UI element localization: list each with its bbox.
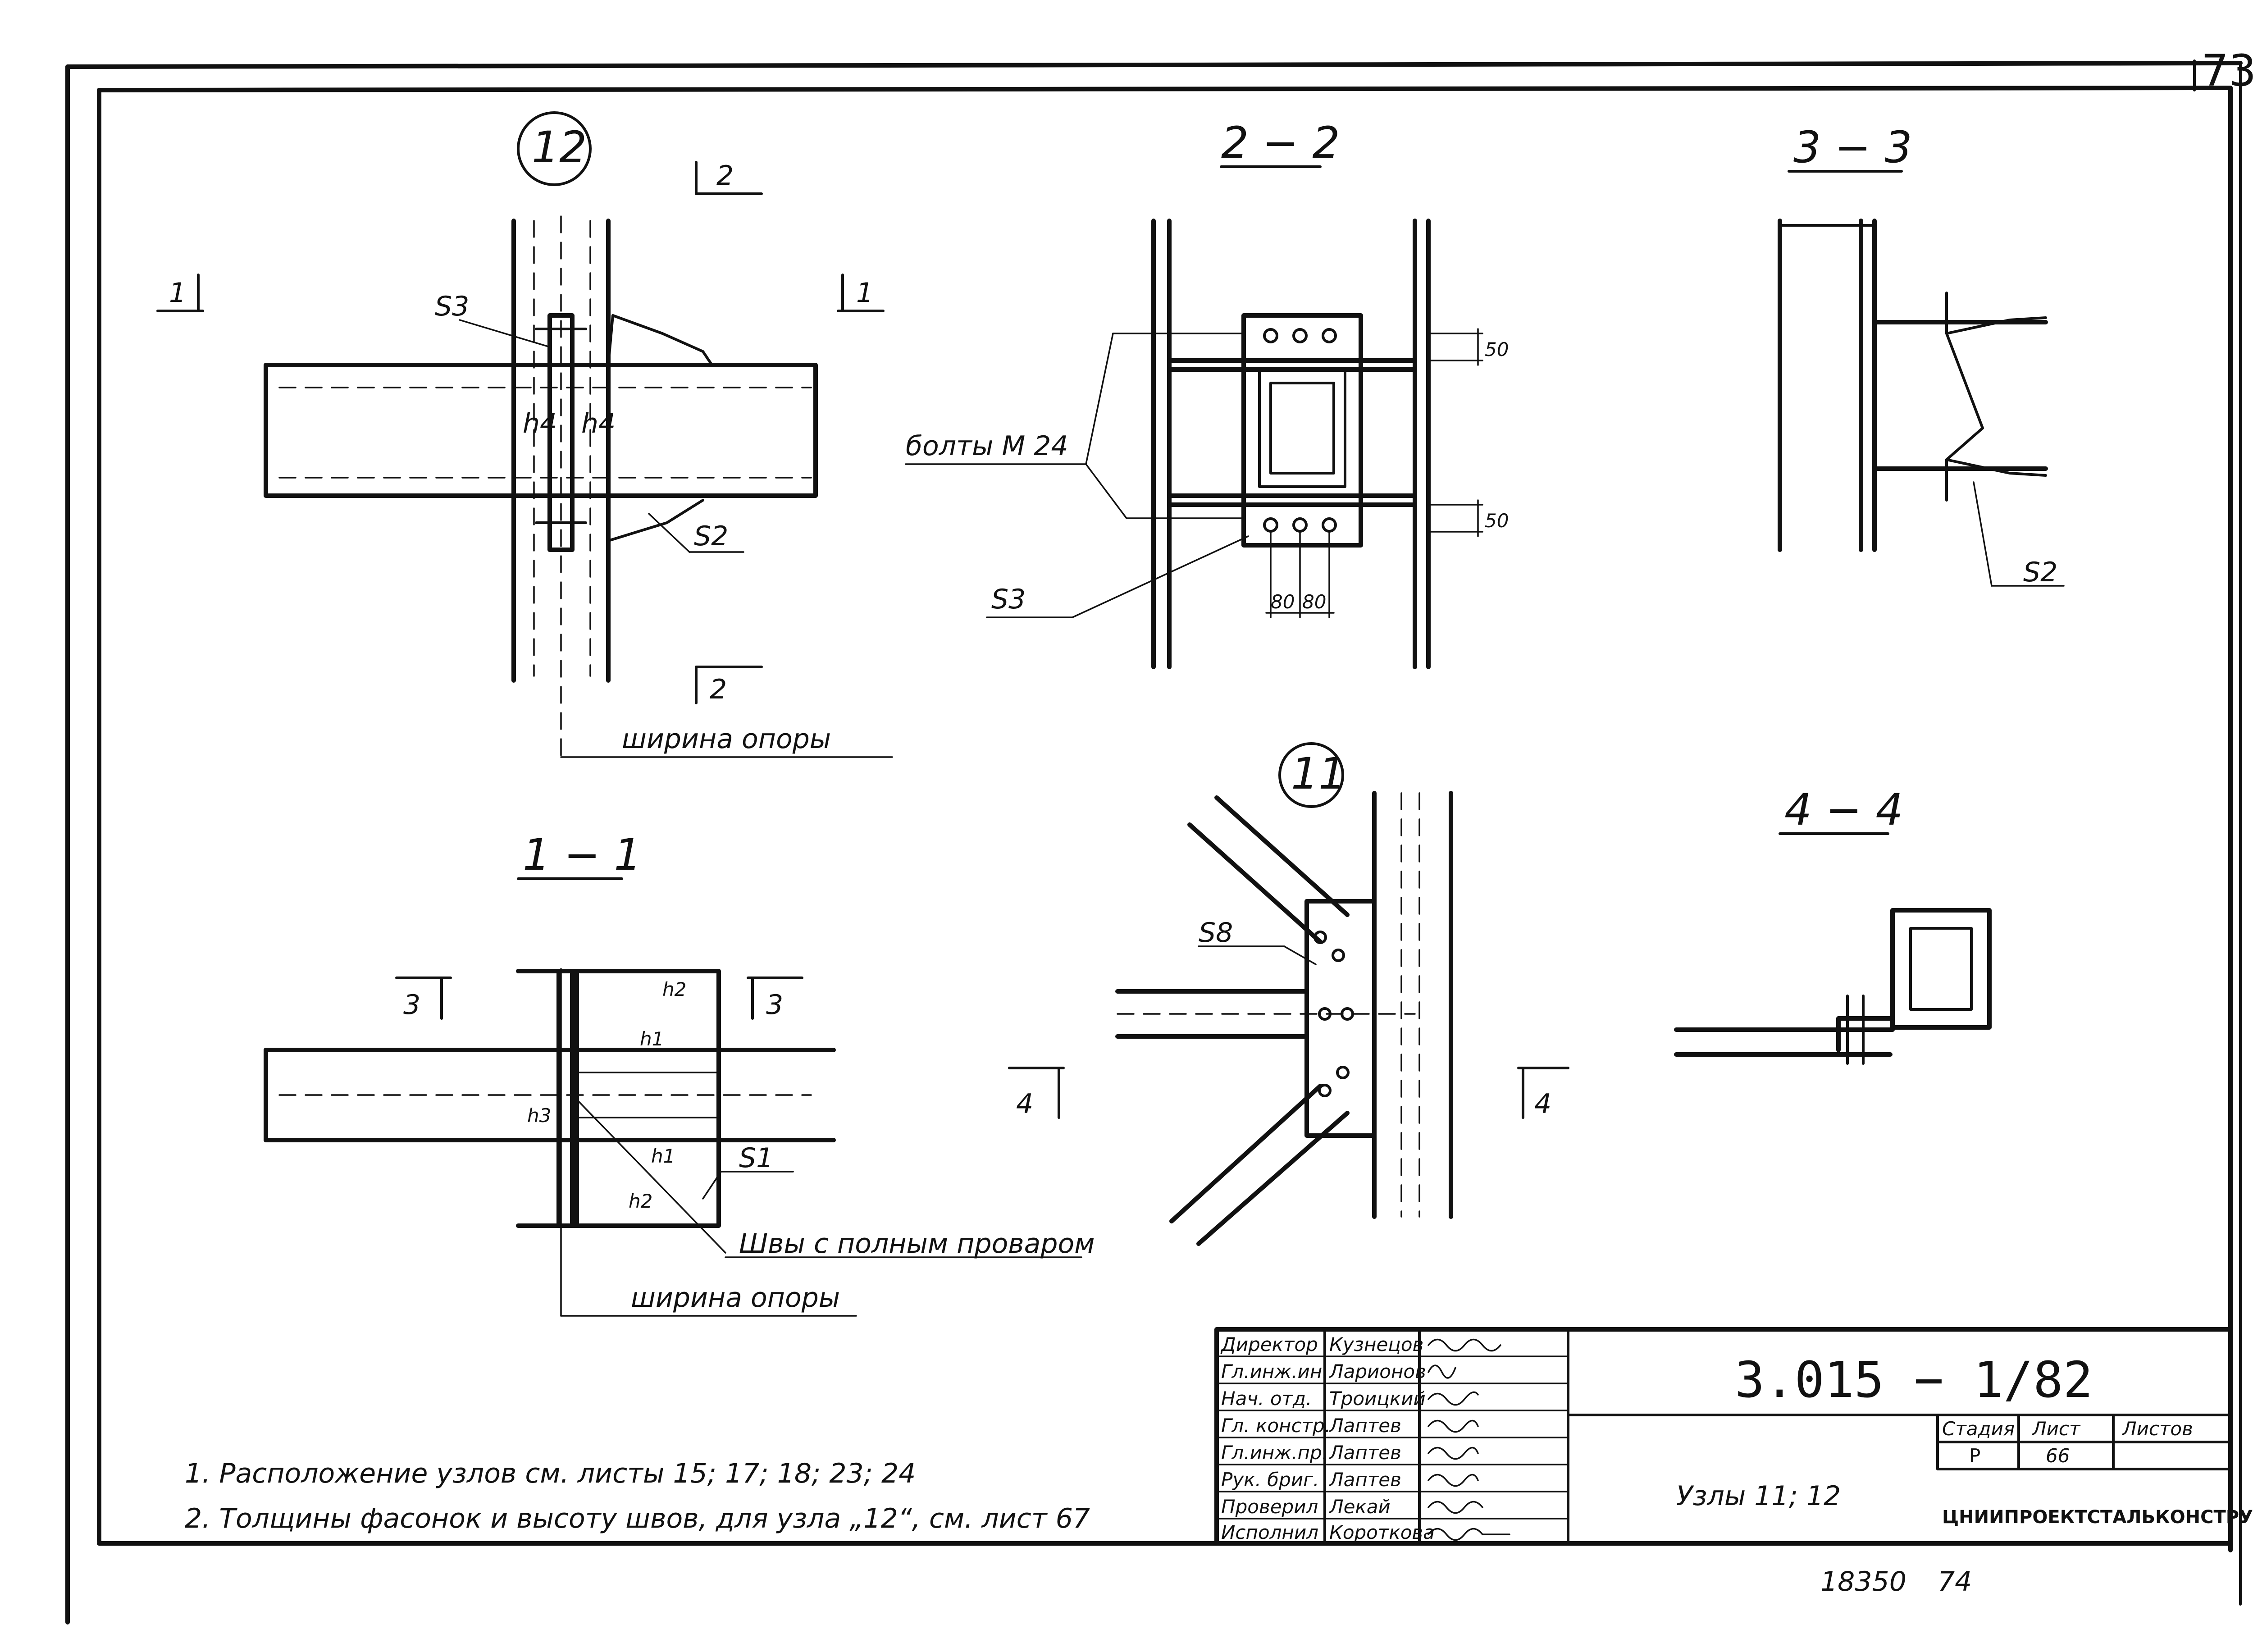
label-h1-bottom: h1 <box>651 1145 675 1167</box>
staff-role-6: Проверил <box>1221 1496 1318 1518</box>
section-2-2-view: 2 − 2 50 50 80 80 болты М 24 <box>905 118 1509 669</box>
staff-name-6: Лекай <box>1328 1496 1391 1518</box>
bolt-hole <box>1332 949 1345 962</box>
organization-name: ЦНИИПРОЕКТСТАЛЬКОНСТРУКЦИЯ <box>1942 1507 2253 1528</box>
label-s1: S1 <box>739 1142 773 1174</box>
cut-mark-4-left: 4 <box>1016 1088 1033 1120</box>
cut-mark-1-right: 1 <box>856 277 873 309</box>
section-2-2-title: 2 − 2 <box>1221 118 1340 168</box>
staff-role-7: Исполнил <box>1221 1521 1318 1543</box>
staff-name-1: Ларионов <box>1328 1360 1426 1383</box>
staff-name-7: Короткова <box>1329 1521 1435 1543</box>
bolt-hole <box>1318 1007 1332 1021</box>
dim-80-right: 80 <box>1302 591 1326 613</box>
section-1-1-view: 1 − 1 3 3 h2 h1 h3 h1 h2 S1 Швы с полным… <box>264 830 1095 1317</box>
notes-block: 1. Расположение узлов см. листы 15; 17; … <box>185 1458 1090 1534</box>
label-h3: h3 <box>527 1104 551 1127</box>
bolt-hole <box>1341 1007 1354 1021</box>
cut-4-markers: 4 4 <box>1008 1067 1569 1120</box>
cut-mark-2-top: 2 <box>716 160 734 192</box>
label-h2-bottom: h2 <box>629 1190 652 1212</box>
stage-header: Стадия <box>1942 1418 2015 1440</box>
sheet-header: Лист <box>2031 1418 2081 1440</box>
bolt-hole <box>1336 1066 1350 1079</box>
drawing-title: Узлы 11; 12 <box>1676 1480 1841 1512</box>
archive-suffix: 74 <box>1938 1566 1972 1597</box>
sheet-value: 66 <box>2046 1445 2070 1467</box>
signatures <box>1428 1338 1510 1541</box>
sheets-header: Листов <box>2121 1418 2193 1440</box>
staff-role-5: Рук. бриг. <box>1221 1469 1319 1491</box>
sheet-frame <box>65 59 2243 1625</box>
section-3-3-view: 3 − 3 S2 <box>1778 122 2065 588</box>
label-h4-right: h4 <box>581 408 616 439</box>
dim-50-bottom: 50 <box>1485 510 1509 532</box>
dim-80-left: 80 <box>1271 591 1295 613</box>
designation-code: 3.015 − 1/82 <box>1735 1351 2093 1409</box>
node-11-view: 11 S8 <box>1115 742 1453 1246</box>
bolt-hole <box>1322 328 1337 343</box>
node-11-marker-label: 11 <box>1291 748 1346 799</box>
cut-mark-3-right: 3 <box>766 989 783 1021</box>
label-h1-top: h1 <box>640 1028 664 1050</box>
section-4-4-title: 4 − 4 <box>1784 785 1903 835</box>
bolt-hole <box>1313 931 1327 944</box>
note-line-1: 1. Расположение узлов см. листы 15; 17; … <box>185 1458 916 1489</box>
cut-mark-2-bottom: 2 <box>710 674 727 705</box>
node-12-marker <box>517 111 592 186</box>
cut-mark-1-left: 1 <box>169 277 186 309</box>
staff-role-4: Гл.инж.пр. <box>1221 1442 1328 1464</box>
section-4-4-view: 4 − 4 <box>1674 785 1992 1065</box>
label-full-penetration-welds: Швы с полным проваром <box>739 1228 1095 1260</box>
staff-role-1: Гл.инж.ин. <box>1221 1360 1328 1383</box>
node-11-marker <box>1278 742 1344 808</box>
section-1-1-title: 1 − 1 <box>523 830 642 880</box>
staff-role-2: Нач. отд. <box>1221 1387 1312 1410</box>
bolt-hole <box>1318 1084 1332 1097</box>
section-3-3-title: 3 − 3 <box>1793 122 1912 173</box>
bolt-hole <box>1263 517 1278 533</box>
label-h2-top: h2 <box>662 978 686 1000</box>
label-s2-node12: S2 <box>694 520 728 552</box>
title-block: Директор Кузнецов Гл.инж.ин. Ларионов На… <box>1214 1327 2253 1546</box>
label-h4-left: h4 <box>523 408 557 439</box>
bolt-hole <box>1292 517 1308 533</box>
label-support-width-top: ширина опоры <box>622 723 831 755</box>
label-s2-section33: S2 <box>2023 557 2057 588</box>
staff-name-5: Лаптев <box>1328 1469 1401 1491</box>
label-s3-section22: S3 <box>991 584 1026 615</box>
staff-role-3: Гл. констр. <box>1221 1415 1331 1437</box>
node-12-marker-label: 12 <box>532 122 587 173</box>
staff-name-0: Кузнецов <box>1329 1333 1423 1355</box>
staff-name-2: Троицкий <box>1329 1387 1426 1410</box>
dim-50-top: 50 <box>1485 338 1509 361</box>
label-support-width-bottom: ширина опоры <box>631 1282 840 1314</box>
staff-role-0: Директор <box>1220 1333 1318 1355</box>
label-s3-node12: S3 <box>435 291 469 322</box>
archive-number: 18350 <box>1820 1566 1906 1597</box>
staff-name-3: Лаптев <box>1328 1415 1401 1437</box>
note-line-2: 2. Толщины фасонок и высоту швов, для уз… <box>185 1503 1090 1534</box>
stage-value: Р <box>1969 1445 1980 1467</box>
bolt-hole <box>1263 328 1278 343</box>
staff-name-4: Лаптев <box>1328 1442 1401 1464</box>
page-number: 73 <box>2201 46 2253 96</box>
bolt-hole <box>1292 328 1308 343</box>
label-bolts-m24: болты М 24 <box>906 430 1068 462</box>
cut-mark-3-left: 3 <box>403 989 420 1021</box>
node-12-view: 12 2 2 1 1 S3 h4 h4 S2 <box>156 111 893 758</box>
label-s8: S8 <box>1199 917 1233 949</box>
cut-mark-4-right: 4 <box>1534 1088 1551 1120</box>
bolt-hole <box>1322 517 1337 533</box>
